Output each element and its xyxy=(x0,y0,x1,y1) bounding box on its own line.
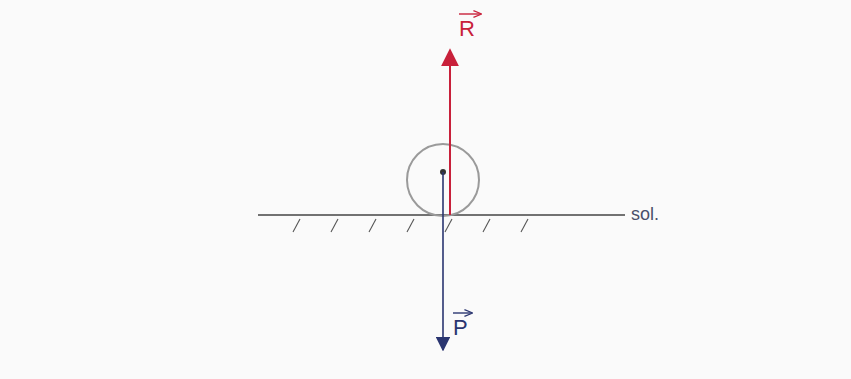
hatch-stroke xyxy=(521,219,528,232)
hatch-stroke xyxy=(369,219,376,232)
vector-arrow-symbol xyxy=(459,13,481,14)
vector-name: P xyxy=(453,317,468,339)
vector-name: R xyxy=(459,18,475,40)
reaction-vector xyxy=(449,50,451,215)
weight-vector xyxy=(442,172,444,350)
vector-arrow-symbol xyxy=(453,312,472,313)
ground-hatching xyxy=(293,219,528,232)
surface-label: sol. xyxy=(631,205,659,223)
hatch-stroke xyxy=(331,219,338,232)
hatch-stroke xyxy=(407,219,414,232)
hatch-stroke xyxy=(445,219,452,232)
hatch-stroke xyxy=(293,219,300,232)
hatch-stroke xyxy=(483,219,490,232)
